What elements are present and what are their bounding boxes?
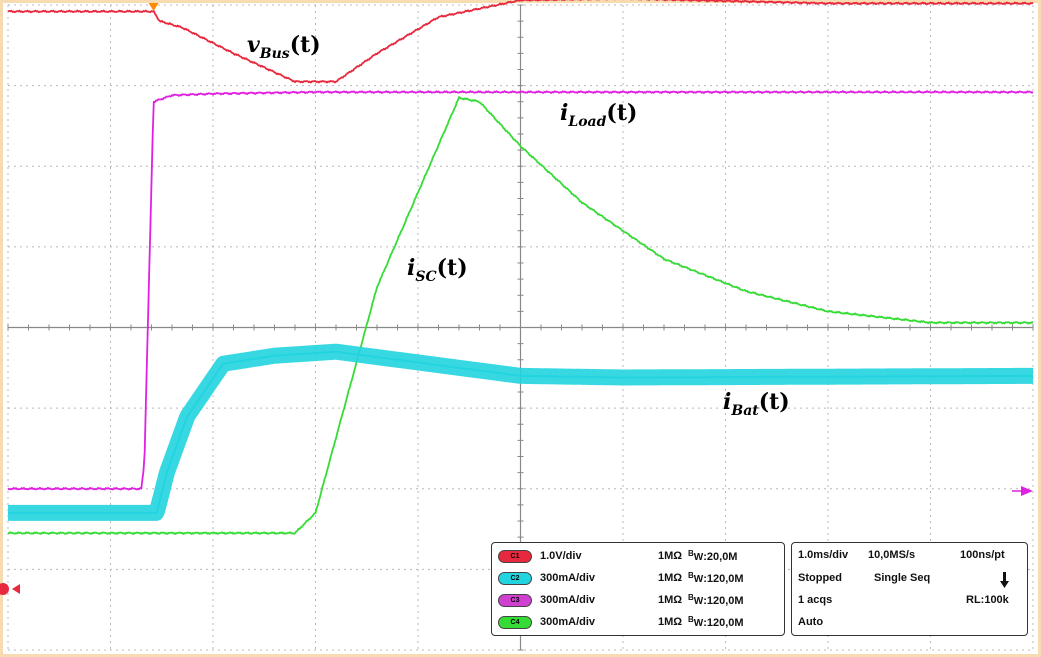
channel-scale: 300mA/div: [540, 594, 596, 606]
ch1-ground-marker-icon: [0, 583, 9, 595]
channel-impedance: 1MΩ: [658, 616, 683, 628]
markers: [0, 3, 1033, 595]
channel-badge: C4: [498, 615, 532, 629]
label-bat: iBat(t): [723, 389, 790, 419]
ch1-ground-arrow-icon: [12, 584, 20, 594]
channel-impedance: 1MΩ: [658, 594, 683, 606]
record-length: RL:100k: [966, 594, 1009, 606]
label-sc: iSC(t): [407, 255, 468, 285]
acq-count: 1 acqs: [798, 594, 833, 606]
channel-badge: C3: [498, 593, 532, 607]
label-bus: vBus(t): [247, 32, 321, 62]
acq-state: Stopped: [798, 572, 842, 584]
channel-row-c4: C4 300mA/div 1MΩ BW:120,0M: [498, 613, 744, 631]
channel-bandwidth: BW:120,0M: [688, 615, 744, 629]
trace-bus: [7, 0, 1034, 84]
acq-mode: Single Seq: [874, 572, 931, 584]
trace-load: [7, 90, 1034, 491]
sample-rate: 10,0MS/s: [868, 549, 916, 561]
channel-row-c1: C1 1.0V/div 1MΩ BW:20,0M: [498, 547, 737, 565]
channel-impedance: 1MΩ: [658, 550, 683, 562]
acquisition-panel: 1.0ms/div 10,0MS/s 100ns/pt Stopped Sing…: [791, 542, 1028, 636]
channel-bandwidth: BW:120,0M: [688, 571, 744, 585]
channel-bandwidth: BW:20,0M: [688, 549, 738, 563]
channel-scale: 1.0V/div: [540, 550, 582, 562]
traces: [1, 0, 1040, 535]
label-load: iLoad(t): [560, 100, 637, 130]
ref-level-marker-icon: [1021, 486, 1033, 496]
channel-badge: C2: [498, 571, 532, 585]
channel-row-c2: C2 300mA/div 1MΩ BW:120,0M: [498, 569, 744, 587]
trigger-mode: Auto: [798, 616, 824, 628]
channel-row-c3: C3 300mA/div 1MΩ BW:120,0M: [498, 591, 744, 609]
trigger-time-marker-icon: [148, 3, 159, 11]
channel-scale: 300mA/div: [540, 616, 596, 628]
channel-impedance: 1MΩ: [658, 572, 683, 584]
channel-badge: C1: [498, 549, 532, 563]
resolution: 100ns/pt: [960, 549, 1005, 561]
trace-bat: [8, 350, 1033, 514]
channel-scale: 300mA/div: [540, 572, 596, 584]
timebase: 1.0ms/div: [798, 549, 849, 561]
trace-sc: [7, 96, 1034, 535]
trigger-arrow-icon: [1000, 572, 1009, 588]
channel-bandwidth: BW:120,0M: [688, 593, 744, 607]
trace-labels: vBus(t) iLoad(t) iSC(t) iBat(t): [247, 32, 790, 419]
channel-settings-panel: C1 1.0V/div 1MΩ BW:20,0M C2 300mA/div 1MΩ BW:12…: [491, 542, 785, 636]
